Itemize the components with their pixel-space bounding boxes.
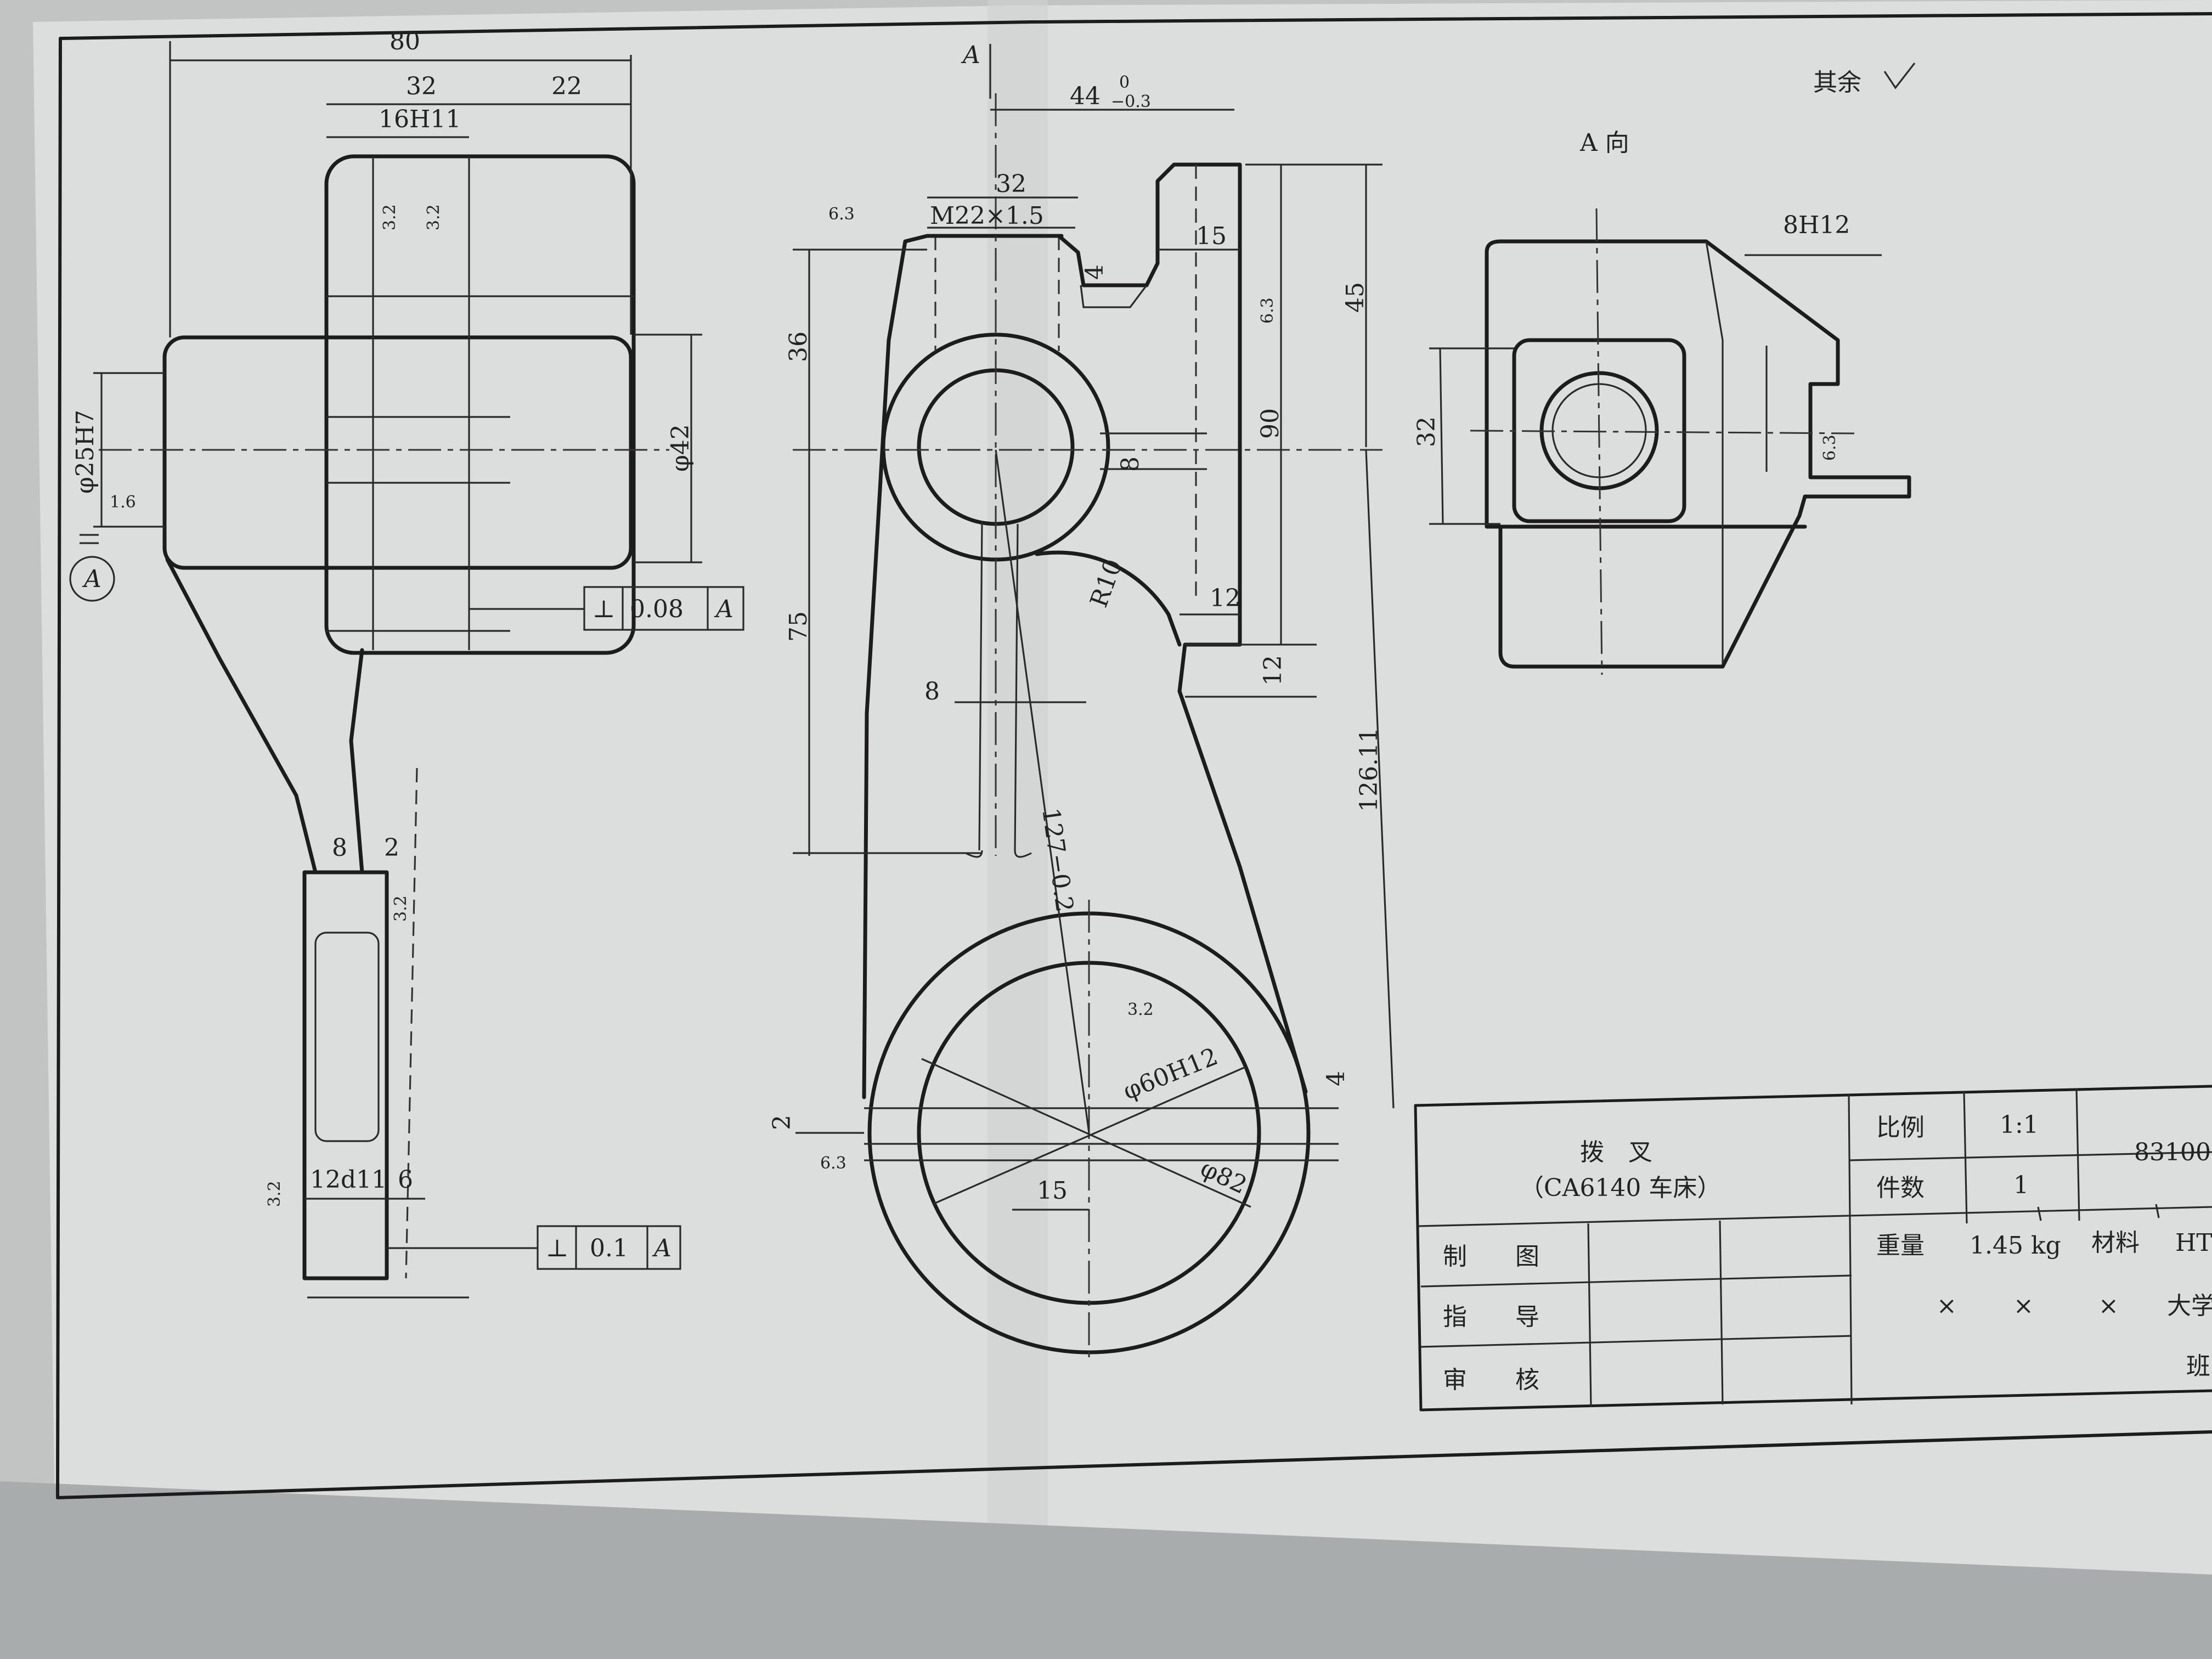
dim-bore-diameter: φ25H7 xyxy=(71,410,99,494)
side-view: 80 32 22 16H11 φ42 φ25H7 1.6 A 3.2 3.2 8… xyxy=(69,27,744,1299)
dim-rib-gap: 2 xyxy=(384,834,399,862)
material-value: HT xyxy=(2175,1229,2212,1257)
class-name: 班 xyxy=(2186,1352,2210,1380)
roughness-fork: 3.2 xyxy=(1127,1000,1154,1019)
dim-thread: M22×1.5 xyxy=(930,202,1044,230)
weight-label: 重量 xyxy=(1876,1232,1925,1260)
roughness-tab: 3.2 xyxy=(265,1181,284,1207)
dim-slot-15: 15 xyxy=(1037,1177,1068,1205)
roughness-bore: 1.6 xyxy=(110,493,136,512)
drawn-by-label: 制 图 xyxy=(1443,1243,1539,1271)
machine-name: （CA6140 车床） xyxy=(1520,1174,1721,1202)
svg-text:0.1: 0.1 xyxy=(590,1234,628,1262)
roughness-side-1: 3.2 xyxy=(380,204,399,230)
drawing-number: 831002 xyxy=(2134,1138,2212,1166)
svg-text:0.08: 0.08 xyxy=(630,595,684,623)
dim-hub-width: 32 xyxy=(406,72,437,100)
dim-12-horizontal: 12 xyxy=(1210,584,1240,612)
perpendicularity-frame-1: ⊥ 0.08 A xyxy=(583,586,744,631)
material-label: 材料 xyxy=(2091,1229,2140,1257)
roughness-side-2: 3.2 xyxy=(424,204,443,230)
quantity-value: 1 xyxy=(2013,1171,2029,1199)
roughness-rib: 3.2 xyxy=(391,895,410,922)
roughness-front-2: 6.3 xyxy=(1258,297,1277,324)
svg-text:A: A xyxy=(652,1234,672,1262)
checked-by-label: 审 核 xyxy=(1443,1366,1539,1394)
part-name: 拨 叉 xyxy=(1580,1138,1652,1166)
school-mark-1: × xyxy=(1937,1292,1957,1320)
view-arrow-label: A xyxy=(961,41,980,69)
dim-aux-slot: 8H12 xyxy=(1783,211,1850,239)
perpendicularity-frame-2: ⊥ 0.1 A xyxy=(537,1225,681,1270)
dim-ledge: 15 xyxy=(1196,222,1227,250)
dim-bracket-height: 90 xyxy=(1256,408,1284,439)
frame-border xyxy=(59,12,2212,40)
dim-rib-width: 8 xyxy=(332,834,347,862)
dim-2: 2 xyxy=(768,1115,796,1130)
guided-by-label: 指 导 xyxy=(1443,1303,1539,1331)
svg-text:A: A xyxy=(714,595,733,623)
dim-4: 4 xyxy=(1322,1071,1350,1086)
dim-aux-32: 32 xyxy=(1413,416,1441,447)
roughness-aux: 6.3 xyxy=(1820,435,1839,461)
dim-top-tol-lower: −0.3 xyxy=(1111,92,1151,111)
dim-overall-width: 80 xyxy=(390,27,420,55)
aux-view-a: A 向 其余 8H12 32 6.3 xyxy=(1413,63,1916,675)
dim-75: 75 xyxy=(785,611,812,642)
scale-label: 比例 xyxy=(1876,1114,1925,1142)
dim-126: 126.11 xyxy=(1355,727,1383,812)
scale-value: 1:1 xyxy=(2000,1111,2039,1139)
dim-outer-diameter: φ42 xyxy=(667,424,695,472)
roughness-front-3: 6.3 xyxy=(820,1154,847,1173)
school-mark-2: × xyxy=(2013,1292,2034,1320)
dim-arm-width: 8 xyxy=(924,678,940,706)
svg-text:⊥: ⊥ xyxy=(592,595,615,623)
dim-top-tol-upper: 0 xyxy=(1119,73,1130,92)
dim-36: 36 xyxy=(785,331,812,362)
dim-top-width: 44 xyxy=(1070,82,1101,110)
dim-top-height: 45 xyxy=(1341,282,1369,313)
dim-groove: 4 xyxy=(1081,264,1109,280)
dim-thread-width: 32 xyxy=(996,170,1026,198)
school-mark-3: × xyxy=(2098,1292,2119,1320)
roughness-front-1: 6.3 xyxy=(828,205,855,224)
rest-roughness-note: 其余 xyxy=(1813,69,1861,97)
aux-view-title: A 向 xyxy=(1579,129,1629,157)
datum-a-label: A xyxy=(82,565,101,593)
dim-tab-gap: 6 xyxy=(398,1166,413,1194)
school-name: 大学 xyxy=(2167,1292,2212,1320)
quantity-label: 件数 xyxy=(1876,1174,1925,1202)
svg-text:⊥: ⊥ xyxy=(546,1234,568,1262)
dim-rib-thickness: 8 xyxy=(1116,456,1144,472)
dim-tab-width: 12d11 xyxy=(310,1166,387,1194)
dim-slot-width: 16H11 xyxy=(379,105,461,133)
title-block: 拨 叉 （CA6140 车床） 比例 1:1 831002 件数 1 重量 1.… xyxy=(1414,1085,2212,1412)
dim-offset: 22 xyxy=(551,72,582,100)
weight-value: 1.45 kg xyxy=(1970,1232,2061,1260)
dim-12-vertical: 12 xyxy=(1259,655,1287,686)
